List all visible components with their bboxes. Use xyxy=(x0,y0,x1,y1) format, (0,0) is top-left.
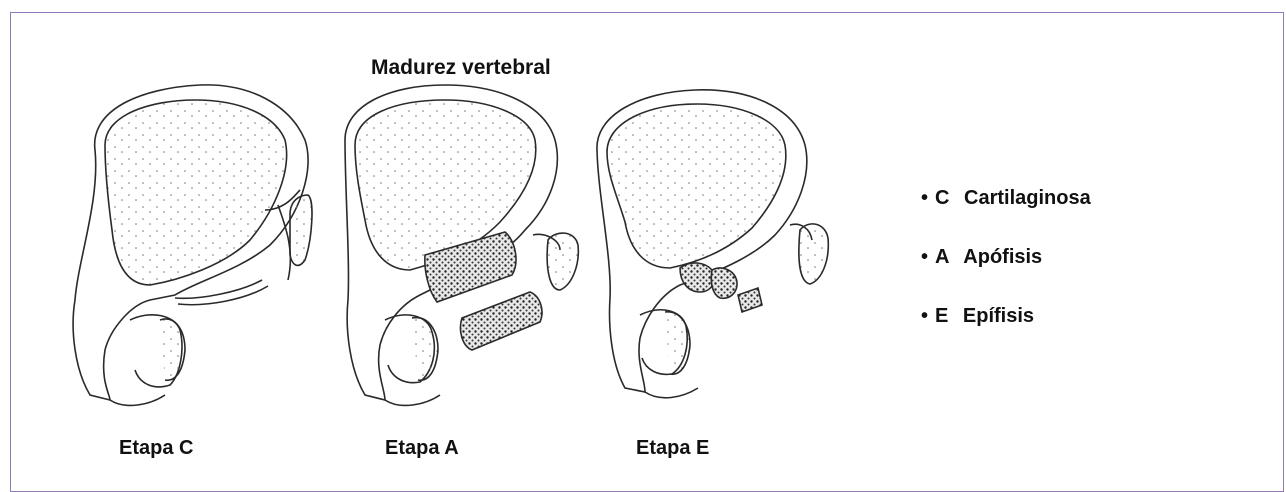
stage-c-label: Etapa C xyxy=(119,437,193,460)
legend: •C Cartilaginosa •A Apófisis •E Epífisis xyxy=(921,185,1091,362)
legend-item-e: •E Epífisis xyxy=(921,303,1091,329)
legend-letter: A xyxy=(935,244,949,270)
legend-text: Cartilaginosa xyxy=(964,187,1091,209)
vertebral-maturity-illustration xyxy=(0,0,1286,479)
legend-item-a: •A Apófisis xyxy=(921,244,1091,270)
legend-text: Apófisis xyxy=(963,246,1042,268)
bullet-icon: • xyxy=(921,303,935,329)
bullet-icon: • xyxy=(921,244,935,270)
stage-e-label: Etapa E xyxy=(636,437,709,460)
legend-item-c: •C Cartilaginosa xyxy=(921,185,1091,211)
legend-letter: C xyxy=(935,185,949,211)
legend-letter: E xyxy=(935,303,948,329)
stage-a-label: Etapa A xyxy=(385,437,459,460)
legend-text: Epífisis xyxy=(963,305,1034,327)
bullet-icon: • xyxy=(921,185,935,211)
vertebra-stage-e xyxy=(597,90,828,398)
vertebra-stage-c xyxy=(73,85,312,406)
vertebra-stage-a xyxy=(345,85,578,405)
